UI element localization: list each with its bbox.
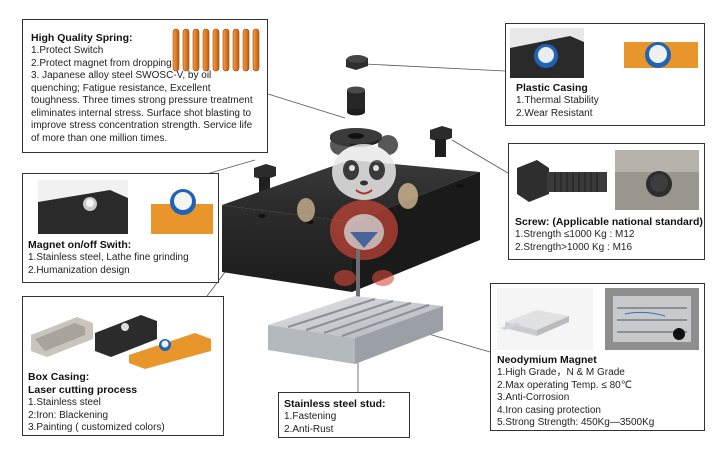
spring-panel: High Quality Spring: 1.Protect Switch 2.… (22, 19, 268, 153)
bolt-right (430, 126, 452, 157)
spring-line-2: 2.Protect magnet from dropping (31, 57, 172, 69)
screw-installed-image (615, 150, 699, 210)
box-title-1: Box Casing: (28, 371, 90, 383)
leader-line-plastic (364, 63, 506, 72)
box-line-1: 1.Stainless steel (28, 397, 101, 408)
neodymium-magnet-block (268, 296, 443, 364)
spring-line-1: 1.Protect Switch (31, 45, 104, 56)
bolt-left (254, 164, 276, 195)
spring-title: High Quality Spring: (31, 32, 133, 44)
box-title-2: Laser cutting process (28, 384, 138, 396)
switch-line-2: 2.Humanization design (28, 264, 130, 276)
neo-line-1: 1.High Grade，N & M Grade (497, 367, 625, 378)
stud-panel: Stainless steel stud: 1.Fastening 2.Anti… (278, 392, 410, 438)
neo-title: Neodymium Magnet (497, 354, 597, 366)
stud-line-1: 1.Fastening (284, 411, 337, 422)
screw-image (517, 160, 607, 202)
leader-line-screw (451, 139, 509, 174)
screw-title: Screw: (Applicable national standard) (515, 216, 703, 228)
neodymium-installed-image (605, 288, 699, 350)
neodymium-panel: Neodymium Magnet 1.High Grade，N & M Grad… (490, 283, 705, 431)
neo-line-5: 5.Strong Strength: 450Kg—3500Kg (497, 417, 655, 428)
switch-line-1: 1.Stainless steel, Lathe fine grinding (28, 252, 189, 263)
neodymium-magnet-image (497, 288, 593, 350)
stainless-stud (356, 250, 360, 330)
box-line-3: 3.Painting ( customized colors) (28, 422, 165, 433)
screw-line-1: 1.Strength ≤1000 Kg : M12 (515, 229, 635, 240)
screw-panel: Screw: (Applicable national standard) 1.… (508, 143, 705, 260)
switch-image-black (38, 180, 128, 234)
neo-line-2: 2.Max operating Temp. ≤ 80℃ (497, 379, 632, 391)
spring-image (172, 28, 260, 72)
plastic-title: Plastic Casing (516, 82, 588, 94)
spring-line-3: 3. Japanese alloy steel SWOSC-V, by oil … (31, 70, 253, 144)
stud-title: Stainless steel stud: (284, 398, 386, 410)
screw-line-2: 2.Strength>1000 Kg : M16 (515, 241, 633, 253)
plastic-casing-image-black (510, 28, 584, 78)
neo-line-4: 4.Iron casing protection (497, 404, 601, 416)
neo-line-3: 3.Anti-Corrosion (497, 392, 570, 403)
switch-image-orange (151, 180, 213, 234)
top-nut (346, 55, 368, 70)
switch-title: Magnet on/off Swith: (28, 239, 132, 251)
plastic-casing-image-orange (624, 30, 698, 80)
box-line-2: 2:Iron: Blackening (28, 409, 109, 421)
box-casing-panel: Box Casing: Laser cutting process 1.Stai… (22, 296, 224, 436)
leader-line-spring (267, 93, 346, 119)
switch-panel: Magnet on/off Swith: 1.Stainless steel, … (22, 173, 219, 283)
plastic-casing-panel: Plastic Casing 1.Thermal Stability 2.Wea… (505, 23, 705, 126)
panda-mascot (297, 135, 418, 286)
plastic-line-1: 1.Thermal Stability (516, 95, 599, 106)
box-casing-images (31, 315, 211, 369)
top-cylinder (347, 86, 365, 116)
plastic-line-2: 2.Wear Resistant (516, 107, 593, 119)
stud-line-2: 2.Anti-Rust (284, 423, 334, 435)
